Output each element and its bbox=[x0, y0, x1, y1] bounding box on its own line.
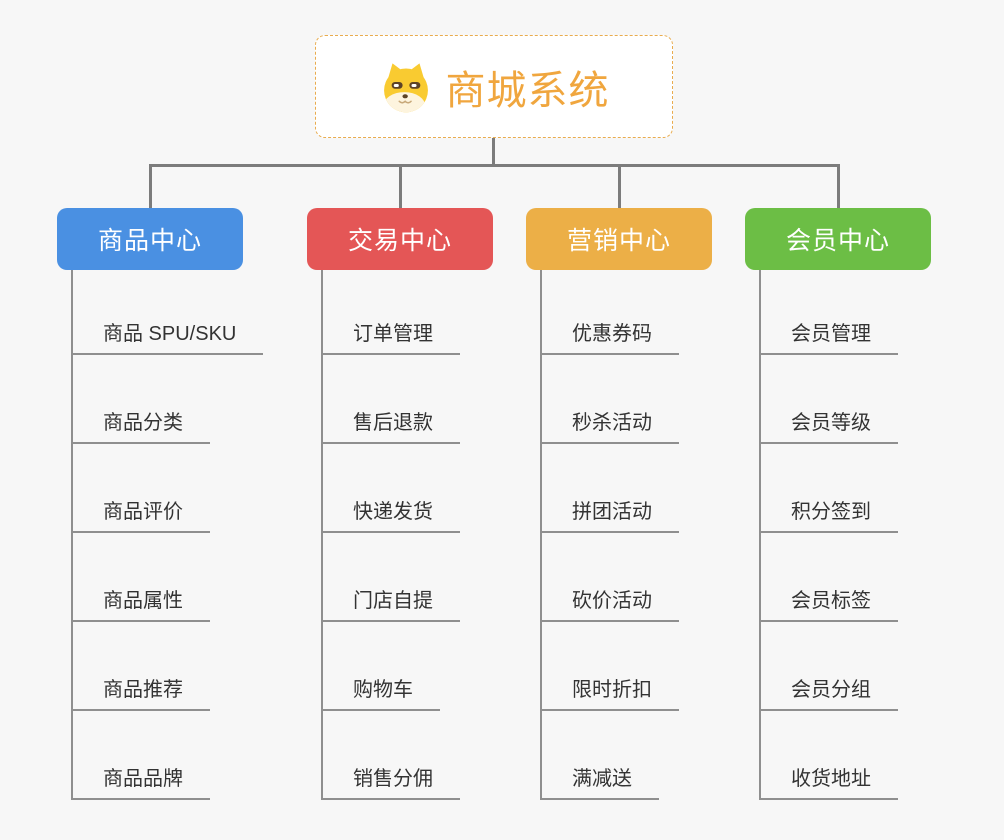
leaf-node[interactable]: 销售分佣 bbox=[321, 756, 460, 800]
leaf-node[interactable]: 会员等级 bbox=[759, 400, 898, 444]
root-node-title: 商城系统 bbox=[445, 68, 610, 113]
connector-drop-member-center bbox=[837, 164, 840, 208]
leaf-node[interactable]: 砍价活动 bbox=[540, 578, 679, 622]
branch-node-product-center[interactable]: 商品中心 bbox=[57, 208, 243, 270]
branch-node-trade-center[interactable]: 交易中心 bbox=[307, 208, 493, 270]
leaf-node[interactable]: 商品品牌 bbox=[71, 756, 210, 800]
connector-root-stem bbox=[492, 138, 495, 165]
leaf-node[interactable]: 优惠券码 bbox=[540, 311, 679, 355]
connector-horizontal-bus bbox=[149, 164, 840, 167]
leaf-node[interactable]: 商品推荐 bbox=[71, 667, 210, 711]
branch-children-product-center: 商品 SPU/SKU 商品分类 商品评价 商品属性 商品推荐 商品品牌 bbox=[71, 270, 264, 800]
leaf-node[interactable]: 限时折扣 bbox=[540, 667, 679, 711]
leaf-node[interactable]: 订单管理 bbox=[321, 311, 460, 355]
leaf-node[interactable]: 商品评价 bbox=[71, 489, 210, 533]
leaf-node[interactable]: 积分签到 bbox=[759, 489, 898, 533]
branch-children-trade-center: 订单管理 售后退款 快递发货 门店自提 购物车 销售分佣 bbox=[321, 270, 460, 800]
connector-drop-trade-center bbox=[399, 164, 402, 208]
shiba-dog-icon bbox=[383, 62, 428, 112]
leaf-node[interactable]: 商品分类 bbox=[71, 400, 210, 444]
connector-drop-product-center bbox=[149, 164, 152, 208]
leaf-node[interactable]: 快递发货 bbox=[321, 489, 460, 533]
branch-node-member-center[interactable]: 会员中心 bbox=[745, 208, 931, 270]
branch-node-marketing-center[interactable]: 营销中心 bbox=[526, 208, 712, 270]
leaf-node[interactable]: 商品 SPU/SKU bbox=[71, 311, 264, 355]
leaf-node[interactable]: 秒杀活动 bbox=[540, 400, 679, 444]
connector-drop-marketing-center bbox=[618, 164, 621, 208]
root-node[interactable]: 商城系统 bbox=[315, 35, 673, 138]
leaf-node[interactable]: 收货地址 bbox=[759, 756, 898, 800]
leaf-node[interactable]: 拼团活动 bbox=[540, 489, 679, 533]
leaf-node[interactable]: 购物车 bbox=[321, 667, 440, 711]
leaf-node[interactable]: 商品属性 bbox=[71, 578, 210, 622]
leaf-node[interactable]: 会员管理 bbox=[759, 311, 898, 355]
leaf-node[interactable]: 会员标签 bbox=[759, 578, 898, 622]
branch-children-marketing-center: 优惠券码 秒杀活动 拼团活动 砍价活动 限时折扣 满减送 bbox=[540, 270, 679, 800]
leaf-node[interactable]: 门店自提 bbox=[321, 578, 460, 622]
branch-children-member-center: 会员管理 会员等级 积分签到 会员标签 会员分组 收货地址 bbox=[759, 270, 898, 800]
leaf-node[interactable]: 满减送 bbox=[540, 756, 659, 800]
leaf-node[interactable]: 会员分组 bbox=[759, 667, 898, 711]
leaf-node[interactable]: 售后退款 bbox=[321, 400, 460, 444]
